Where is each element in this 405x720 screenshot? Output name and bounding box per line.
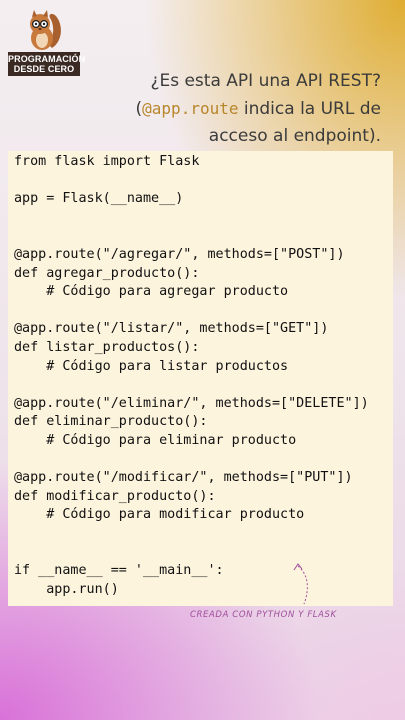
code-line: # Código para listar productos [14, 358, 289, 374]
logo-text-line1: PROGRAMACIÓN [8, 52, 86, 64]
code-line [14, 525, 393, 544]
code-line: def listar_productos(): [14, 339, 200, 355]
heading-line2: (@app.route indica la URL de [81, 95, 381, 123]
code-line: def eliminar_producto(): [14, 414, 208, 430]
heading-code-token: @app.route [142, 99, 239, 118]
code-line: app.run() [14, 581, 119, 597]
code-line: from flask import Flask [14, 154, 200, 169]
code-line: app = Flask(__name__) [14, 191, 184, 207]
heading-line1: ¿Es esta API una API REST? [150, 71, 381, 91]
code-line: @app.route("/eliminar/", methods=["DELET… [14, 395, 369, 411]
code-line: @app.route("/agregar/", methods=["POST"]… [14, 246, 345, 262]
code-line [14, 302, 393, 321]
code-block: from flask import Flask app = Flask(__na… [8, 151, 393, 606]
code-line [14, 543, 393, 562]
code-line [14, 172, 393, 191]
code-line: @app.route("/modificar/", methods=["PUT"… [14, 470, 353, 486]
curved-arrow-icon [293, 563, 308, 605]
heading-line2-rest: indica la URL de [238, 99, 381, 119]
code-line: # Código para modificar producto [14, 507, 305, 523]
code-line: # Código para agregar producto [14, 284, 289, 300]
heading-line3: acceso al endpoint). [208, 126, 381, 146]
code-line: def agregar_producto(): [14, 265, 200, 281]
logo-text-line2: DESDE CERO [8, 64, 80, 76]
page-heading: ¿Es esta API una API REST? (@app.route i… [81, 68, 381, 150]
code-line: # Código para eliminar producto [14, 432, 297, 448]
credit-note: CREADA CON PYTHON Y FLASK [190, 610, 337, 620]
code-line [14, 227, 393, 246]
code-line: if __name__ == '__main__': [14, 563, 224, 579]
heading-open-paren: ( [135, 99, 143, 119]
squirrel-with-glasses-icon [30, 10, 61, 50]
brand-logo: PROGRAMACIÓN DESDE CERO [6, 8, 86, 76]
code-line [14, 451, 393, 470]
code-line [14, 209, 393, 228]
code-line [14, 376, 393, 395]
code-line: @app.route("/listar/", methods=["GET"]) [14, 321, 329, 337]
code-line: def modificar_producto(): [14, 488, 216, 504]
